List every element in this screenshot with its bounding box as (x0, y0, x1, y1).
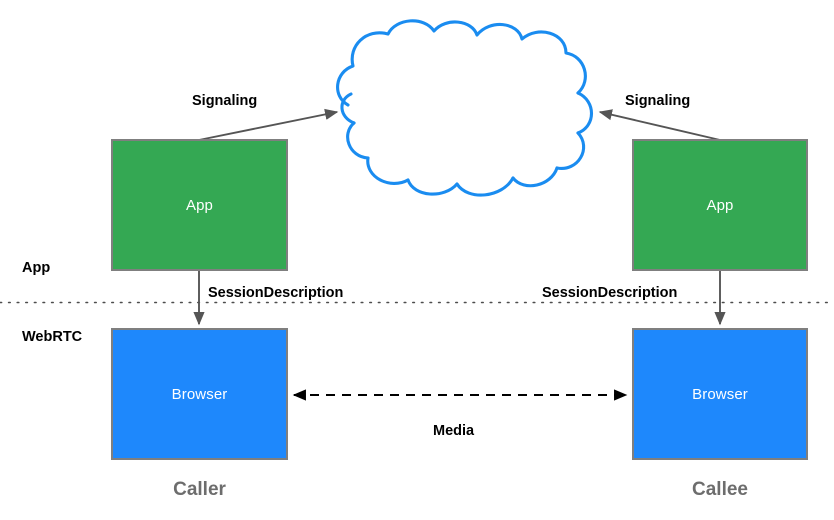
edge-callee-signaling-arrow (598, 109, 721, 141)
node-callee-browser[interactable]: Browser (632, 328, 808, 460)
node-caller-browser[interactable]: Browser (111, 328, 288, 460)
role-label-callee: Callee (692, 479, 748, 500)
node-caller-browser-label: Browser (171, 385, 228, 403)
edge-label-callee-signaling: Signaling (625, 93, 691, 109)
edge-caller-signaling-arrow (198, 108, 339, 141)
signaling-cloud-icon (336, 19, 593, 197)
node-caller-app-label: App (186, 196, 213, 214)
tier-label-app: App (22, 260, 51, 276)
node-callee-app[interactable]: App (632, 139, 808, 271)
edge-label-media: Media (433, 423, 475, 439)
edge-label-callee-sdp: SessionDescription (542, 285, 678, 301)
node-callee-app-label: App (706, 196, 734, 214)
edge-label-caller-signaling: Signaling (192, 93, 258, 109)
node-caller-app[interactable]: App (111, 139, 288, 271)
role-label-caller: Caller (173, 479, 226, 500)
edge-label-caller-sdp: SessionDescription (208, 285, 344, 301)
node-callee-browser-label: Browser (692, 385, 748, 403)
tier-label-webrtc: WebRTC (22, 329, 83, 345)
